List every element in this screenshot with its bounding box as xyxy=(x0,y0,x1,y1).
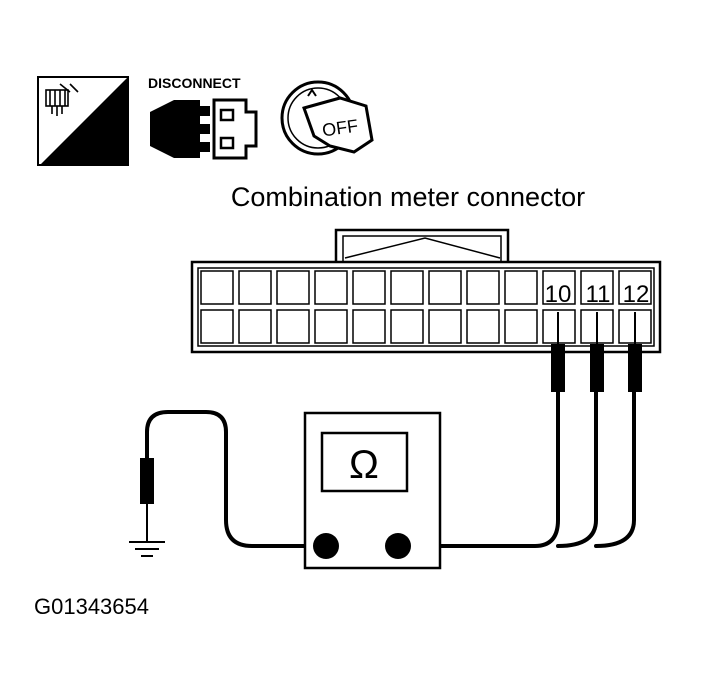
terminal-label-12: 12 xyxy=(623,281,650,308)
terminal-label-11: 11 xyxy=(586,281,611,308)
meter-terminal-right xyxy=(385,533,411,559)
connector-cavity xyxy=(200,309,234,344)
connector-cavity xyxy=(466,270,500,305)
connector-cavity xyxy=(352,270,386,305)
ground-symbol xyxy=(129,541,165,557)
connector-cavity xyxy=(428,309,462,344)
terminal-label-10: 10 xyxy=(545,281,572,308)
connector-cavity xyxy=(504,270,538,305)
test-leads xyxy=(145,390,636,548)
probe-12 xyxy=(628,312,642,392)
connector-cavity xyxy=(200,270,234,305)
connector-cavity xyxy=(428,270,462,305)
connector-cavity xyxy=(314,309,348,344)
connector-title: Combination meter connector xyxy=(231,182,585,212)
connector-cavity xyxy=(390,270,424,305)
connector-cavity xyxy=(542,270,576,305)
connector-cavity xyxy=(314,270,348,305)
hs-label: H.S. xyxy=(77,139,120,164)
connector-cavity xyxy=(466,309,500,344)
terminal-labels: 10 11 12 xyxy=(545,281,650,308)
connector-probes xyxy=(551,312,642,392)
connector-cavity xyxy=(390,309,424,344)
probe-11 xyxy=(590,312,604,392)
connector-cavity xyxy=(580,270,614,305)
ground-probe xyxy=(140,458,154,542)
meter-terminal-left xyxy=(313,533,339,559)
figure-id: G01343654 xyxy=(34,594,149,619)
connector-cavity xyxy=(352,309,386,344)
probe-10 xyxy=(551,312,565,392)
connector-cavity xyxy=(276,309,310,344)
harness-side-icon: H.S. xyxy=(37,76,129,166)
ohmmeter: Ω xyxy=(303,411,442,570)
ignition-label: OFF xyxy=(321,116,359,141)
disconnect-label: DISCONNECT xyxy=(148,75,241,91)
connector-cavity xyxy=(276,270,310,305)
connector-cavity xyxy=(238,270,272,305)
connector-cavities xyxy=(200,270,652,344)
disconnect-icon: DISCONNECT xyxy=(148,75,258,160)
ignition-off-icon: OFF xyxy=(280,80,374,156)
connector-cavity xyxy=(504,309,538,344)
ohm-symbol: Ω xyxy=(349,443,379,487)
connector-cavity xyxy=(618,270,652,305)
connector-cavity xyxy=(238,309,272,344)
